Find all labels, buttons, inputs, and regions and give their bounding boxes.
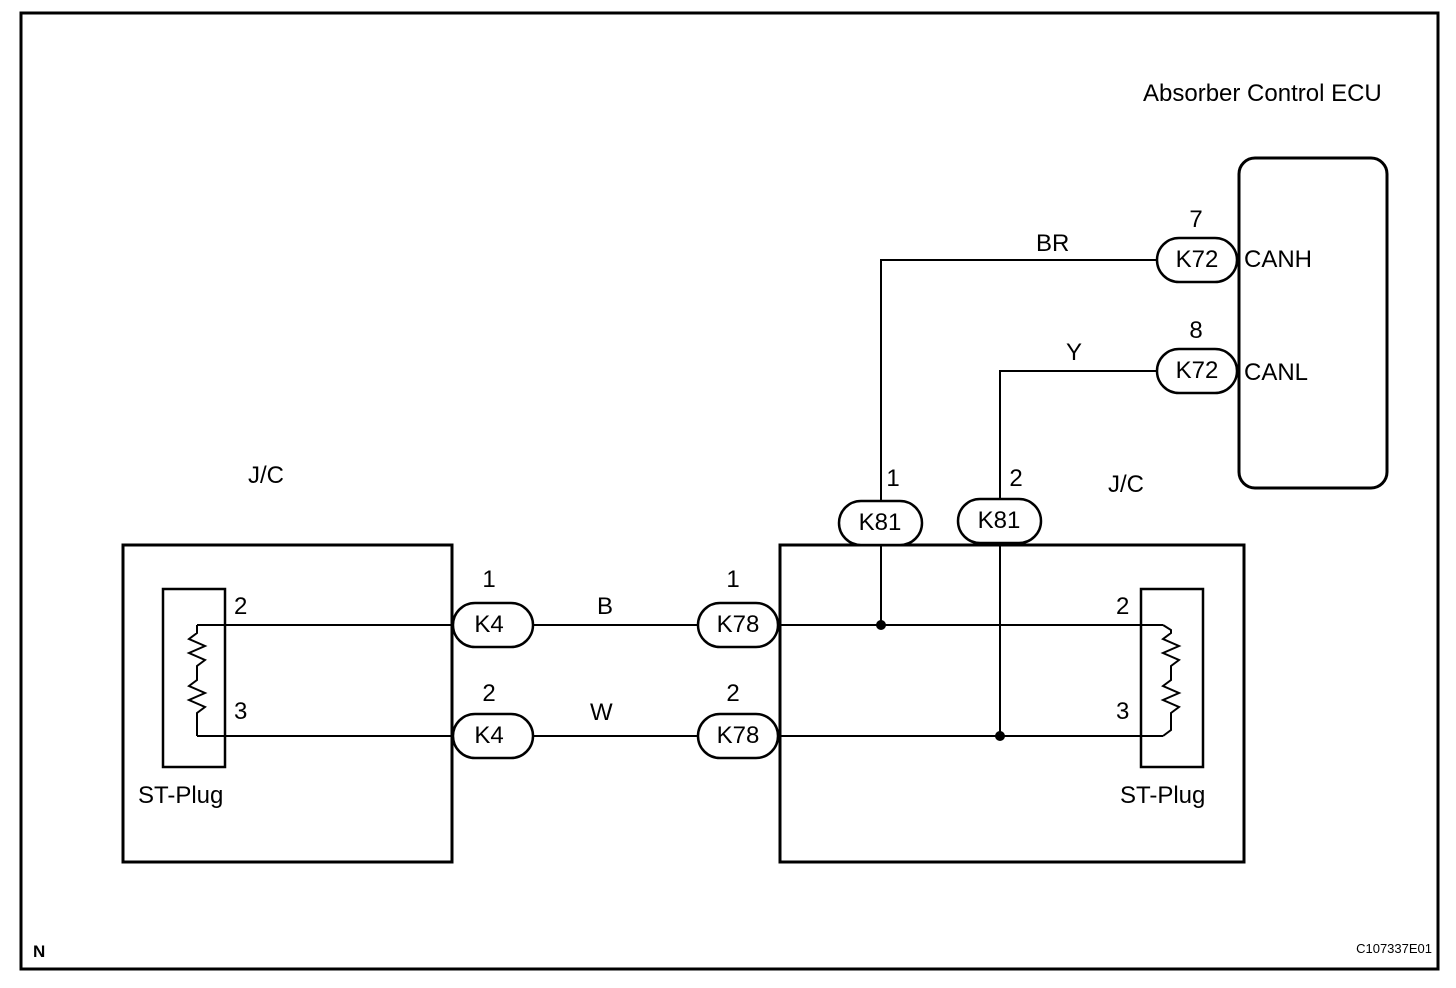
connector-pin: 2 (482, 680, 495, 707)
ecu-pin-canl: CANL (1244, 359, 1308, 386)
connector-name: K81 (859, 509, 902, 536)
connector-name: K72 (1176, 246, 1219, 273)
wire-label-w: W (590, 699, 613, 726)
diagram-frame (19, 11, 1440, 971)
connector-pin: 1 (886, 465, 899, 492)
st-plug-body (161, 587, 227, 769)
resistor-symbol (1160, 624, 1182, 737)
connector-name: K81 (978, 507, 1021, 534)
connector-k72-canh: K72 7 (1155, 206, 1239, 284)
connector-name: K78 (717, 611, 760, 638)
st-plug-pin2: 2 (1116, 593, 1129, 620)
connector-name: K4 (474, 611, 503, 638)
left-jc-label: J/C (248, 462, 284, 489)
right-jc-label: J/C (1108, 471, 1144, 498)
connector-pin: 1 (726, 566, 739, 593)
connector-pin: 2 (726, 680, 739, 707)
connector-pin: 8 (1189, 317, 1202, 344)
left-junction-connector (121, 543, 454, 864)
connector-k4-bottom: K4 2 (451, 680, 535, 760)
connector-name: K72 (1176, 357, 1219, 384)
connector-pin: 1 (482, 566, 495, 593)
connector-name: K78 (717, 722, 760, 749)
footer-left-mark: N (33, 942, 45, 961)
right-st-plug: 2 3 ST-Plug (1116, 587, 1205, 809)
resistor-symbol (186, 625, 208, 736)
wire-label-b: B (597, 593, 613, 620)
left-st-plug: 2 3 ST-Plug (138, 587, 247, 809)
connector-k78-top: K78 1 (696, 566, 780, 649)
wire-br (880, 259, 1157, 504)
figure-code: C107337E01 (1356, 941, 1432, 956)
connector-k81-b: K81 2 (956, 465, 1043, 545)
connector-pin: 2 (1009, 465, 1022, 492)
absorber-control-ecu (1237, 156, 1389, 490)
connector-k78-bottom: K78 2 (696, 680, 780, 760)
connector-k81-a: K81 1 (837, 465, 924, 547)
ecu-title: Absorber Control ECU (1143, 80, 1382, 107)
st-plug-pin3: 3 (234, 698, 247, 725)
connector-k72-canl: K72 8 (1155, 317, 1239, 395)
wire-label-br: BR (1036, 230, 1069, 257)
ecu-pin-canh: CANH (1244, 246, 1312, 273)
st-plug-pin3: 3 (1116, 698, 1129, 725)
wire-y (999, 370, 1157, 504)
st-plug-pin2: 2 (234, 593, 247, 620)
st-plug-label: ST-Plug (138, 782, 223, 809)
connector-name: K4 (474, 722, 503, 749)
st-plug-body (1139, 587, 1205, 769)
wire-label-y: Y (1066, 339, 1082, 366)
st-plug-label: ST-Plug (1120, 782, 1205, 809)
connector-k4-top: K4 1 (451, 566, 535, 649)
right-junction-connector (778, 543, 1246, 864)
connector-pin: 7 (1189, 206, 1202, 233)
